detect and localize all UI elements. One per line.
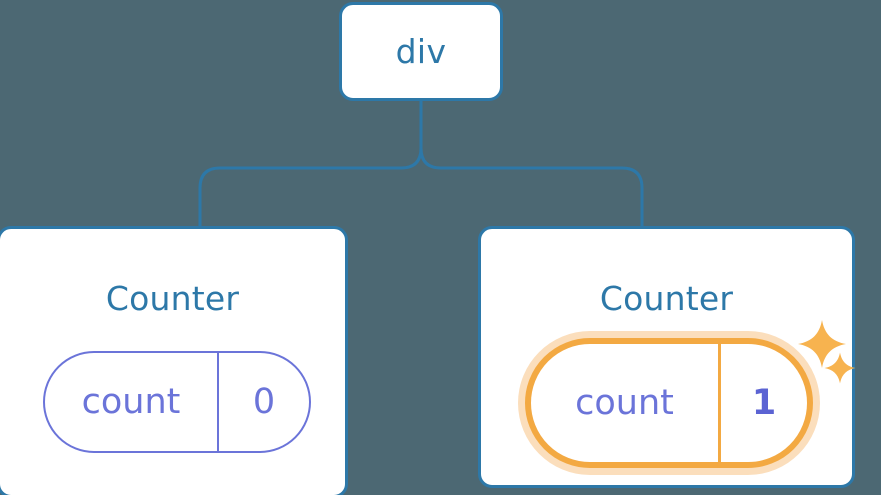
connector-left-branch xyxy=(198,98,423,230)
connector-right-branch xyxy=(419,146,644,230)
state-value-label-left: 0 xyxy=(252,381,276,422)
node-counter-left[interactable]: Counter count 0 xyxy=(0,226,348,495)
counter-right-title: Counter xyxy=(599,279,734,318)
node-div-label: div xyxy=(395,32,447,71)
state-pill-count-right[interactable]: count 1 xyxy=(525,338,813,468)
state-key-label-left: count xyxy=(45,353,219,451)
sparkle-large-icon xyxy=(798,320,846,368)
state-value-label-right: 1 xyxy=(751,382,777,423)
state-pill-count-left[interactable]: count 0 xyxy=(43,351,311,453)
counter-left-title: Counter xyxy=(105,279,240,318)
node-counter-right[interactable]: Counter count 1 xyxy=(478,226,855,488)
sparkle-small-icon xyxy=(824,352,856,384)
state-key-label-right: count xyxy=(531,344,721,462)
node-div[interactable]: div xyxy=(339,2,503,101)
